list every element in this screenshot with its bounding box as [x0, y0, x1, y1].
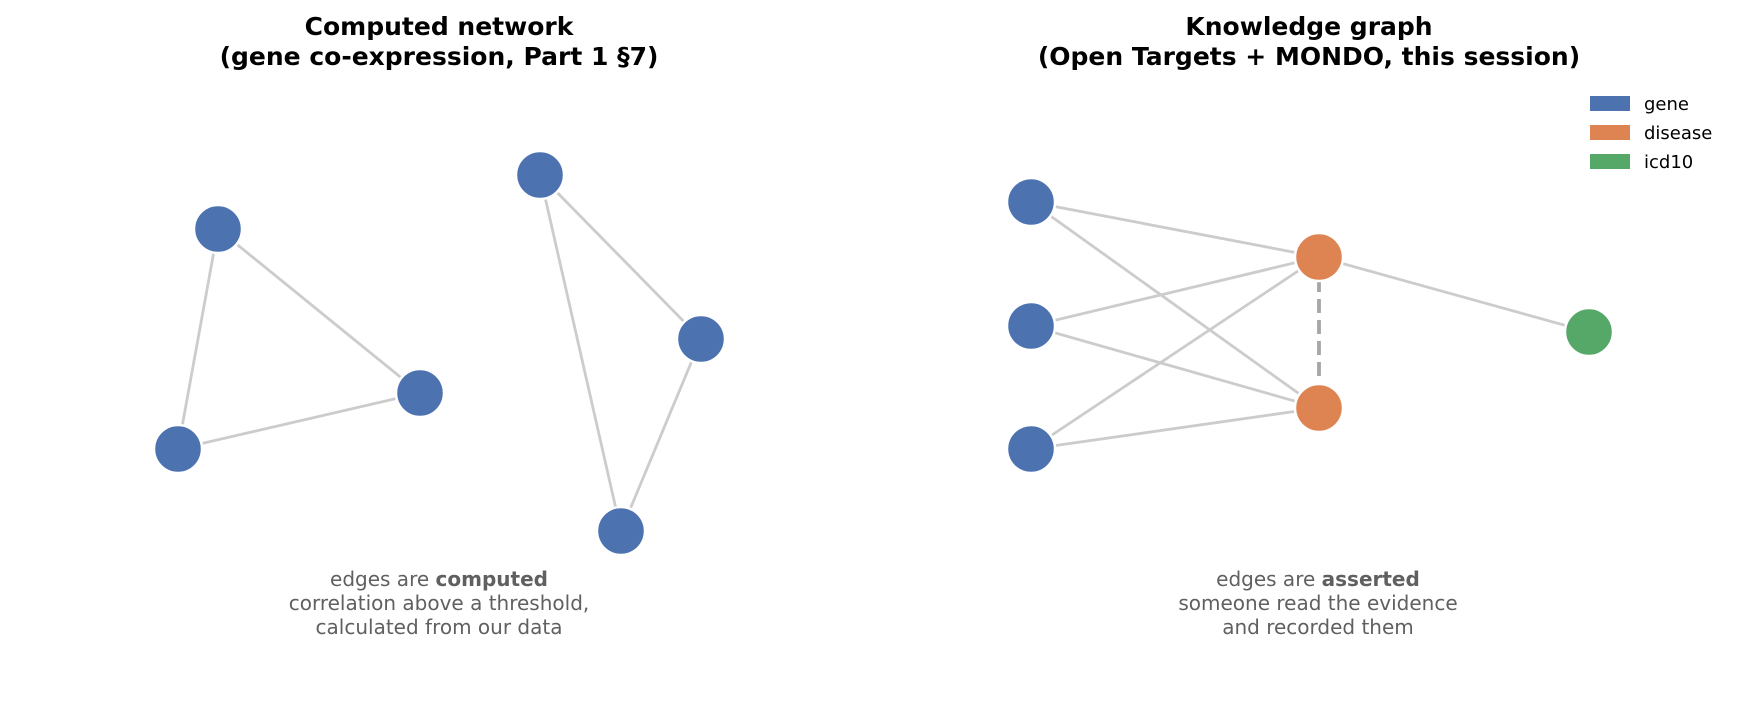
left-gene-node-g6 — [595, 505, 647, 557]
right-edge-kd1-ki1 — [1318, 255, 1590, 334]
right-panel-caption-line2: someone read the evidence — [1178, 591, 1457, 615]
right-panel-caption-line1: edges are asserted — [1216, 567, 1420, 591]
left-gene-node-g2 — [152, 423, 204, 475]
left-edge-g1-g3 — [217, 227, 421, 395]
legend-swatch-icd10 — [1590, 154, 1630, 169]
right-gene-node-kg3 — [1005, 423, 1057, 475]
left-panel-caption-prefix: edges are — [330, 567, 435, 591]
right-gene-node-kg1 — [1005, 176, 1057, 228]
left-panel-title-line1: Computed network — [305, 12, 575, 41]
right-gene-node-kg2 — [1005, 300, 1057, 352]
right-edge-kg2-kd2 — [1030, 324, 1320, 410]
right-icd10-node-ki1 — [1563, 306, 1615, 358]
left-edge-g1-g2 — [176, 228, 220, 450]
left-gene-node-g5 — [675, 313, 727, 365]
left-panel-nodes — [152, 149, 727, 557]
right-edge-kg2-kd1 — [1030, 255, 1320, 328]
right-disease-node-kd1 — [1293, 231, 1345, 283]
left-panel-caption-emphasis: computed — [436, 567, 548, 591]
left-panel-caption-line2: correlation above a threshold, — [289, 591, 590, 615]
left-gene-node-g4 — [514, 149, 566, 201]
right-panel-title-line1: Knowledge graph — [1185, 12, 1432, 41]
right-panel-caption-emphasis: asserted — [1322, 567, 1420, 591]
left-panel-title-line2: (gene co-expression, Part 1 §7) — [220, 42, 659, 71]
left-panel-caption-line3: calculated from our data — [316, 615, 563, 639]
right-disease-node-kd2 — [1293, 382, 1345, 434]
legend-label-icd10: icd10 — [1644, 152, 1693, 173]
right-edge-kg1-kd2 — [1030, 200, 1320, 410]
legend-label-disease: disease — [1644, 123, 1712, 144]
right-panel-edges — [1030, 200, 1590, 451]
right-panel-caption-line3: and recorded them — [1222, 615, 1414, 639]
left-edge-g4-g6 — [538, 174, 623, 532]
right-panel-caption-prefix: edges are — [1216, 567, 1321, 591]
right-edge-kg3-kd2 — [1030, 406, 1320, 451]
legend: gene disease icd10 — [1590, 94, 1712, 173]
right-panel-title-line2: (Open Targets + MONDO, this session) — [1038, 42, 1580, 71]
right-edge-kg3-kd1 — [1030, 255, 1320, 451]
left-edge-g2-g3 — [177, 391, 421, 451]
left-edge-g4-g5 — [539, 174, 702, 340]
right-edge-kg1-kd1 — [1030, 200, 1320, 259]
left-gene-node-g1 — [192, 203, 244, 255]
right-panel: Knowledge graph (Open Targets + MONDO, t… — [1005, 12, 1712, 639]
legend-label-gene: gene — [1644, 94, 1689, 115]
left-panel-caption-line1: edges are computed — [330, 567, 548, 591]
right-panel-nodes — [1005, 176, 1615, 475]
legend-swatch-gene — [1590, 96, 1630, 111]
left-edge-g5-g6 — [619, 338, 703, 532]
left-gene-node-g3 — [394, 367, 446, 419]
left-panel-edges — [176, 174, 703, 532]
left-panel: Computed network (gene co-expression, Pa… — [152, 12, 727, 639]
legend-swatch-disease — [1590, 125, 1630, 140]
